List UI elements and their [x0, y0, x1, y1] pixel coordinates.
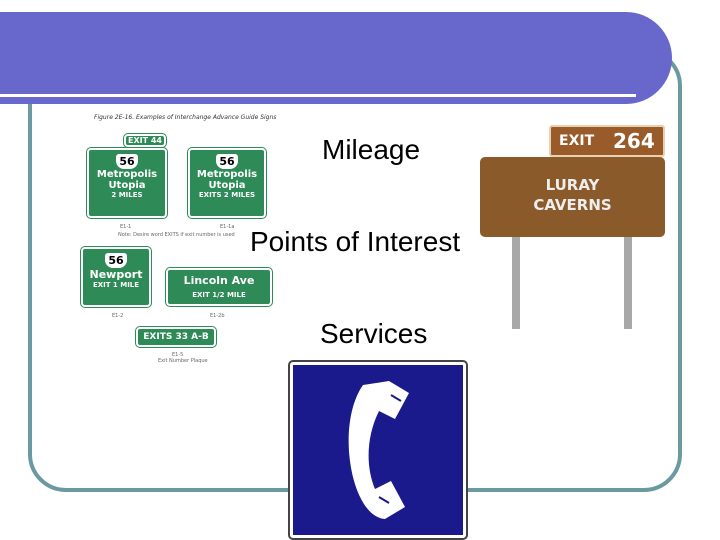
- sign-code: E1-2: [112, 313, 124, 319]
- figure-note: Note: Desire word EXITS if exit number i…: [118, 232, 235, 238]
- sign-distance: EXITS 2 MILES: [198, 191, 256, 199]
- route-shield: 56: [216, 154, 238, 169]
- sign-line: LURAY: [545, 176, 600, 194]
- sign-code: E1-1: [120, 224, 132, 230]
- sign-distance: EXIT 1/2 MILE: [192, 291, 246, 299]
- sign-code: E1-2b: [210, 313, 225, 319]
- sign-distance: 2 MILES: [111, 191, 143, 199]
- guide-sign-metropolis: 56 Metropolis Utopia 2 MILES: [87, 148, 167, 218]
- title-banner: [0, 12, 672, 104]
- route-shield: 56: [105, 253, 127, 268]
- label-points-of-interest: Points of Interest: [250, 226, 461, 257]
- guide-sign-newport: 56 Newport EXIT 1 MILE: [81, 247, 151, 307]
- exit-tab-sign: EXIT 44: [124, 134, 166, 147]
- banner-divider: [0, 94, 636, 97]
- sign-distance: EXIT 1 MILE: [92, 281, 140, 289]
- label-services: Services: [320, 318, 428, 349]
- sign-line: Utopia: [108, 180, 146, 191]
- guide-sign-lincoln: Lincoln Ave EXIT 1/2 MILE: [166, 268, 272, 306]
- sign-caption: Exit Number Plaque: [158, 358, 208, 364]
- luray-caverns-sign: LURAY CAVERNS: [480, 157, 665, 237]
- brown-exit-tab: EXIT 264: [549, 125, 665, 157]
- sign-line: Metropolis: [96, 169, 158, 180]
- exit-number: 264: [613, 129, 655, 153]
- sign-code: E1-5: [172, 352, 184, 358]
- telephone-icon: [348, 381, 409, 519]
- sign-post-right: [624, 237, 632, 329]
- sign-line: Metropolis: [196, 169, 258, 180]
- exit-label: EXIT: [559, 133, 595, 149]
- sign-line: CAVERNS: [533, 196, 612, 214]
- exit-number-plaque: EXITS 33 A-B: [136, 327, 216, 347]
- sign-code: E1-1a: [220, 224, 235, 230]
- figure-caption: Figure 2E-16. Examples of Interchange Ad…: [94, 114, 277, 121]
- sign-line: Utopia: [208, 180, 246, 191]
- guide-sign-metropolis-exits: 56 Metropolis Utopia EXITS 2 MILES: [188, 148, 266, 218]
- sign-line: Newport: [89, 268, 143, 281]
- route-shield: 56: [116, 154, 138, 169]
- telephone-service-sign: [290, 362, 466, 538]
- sign-line: Lincoln Ave: [183, 274, 255, 287]
- label-mileage: Mileage: [322, 134, 421, 165]
- sign-post-left: [512, 237, 520, 329]
